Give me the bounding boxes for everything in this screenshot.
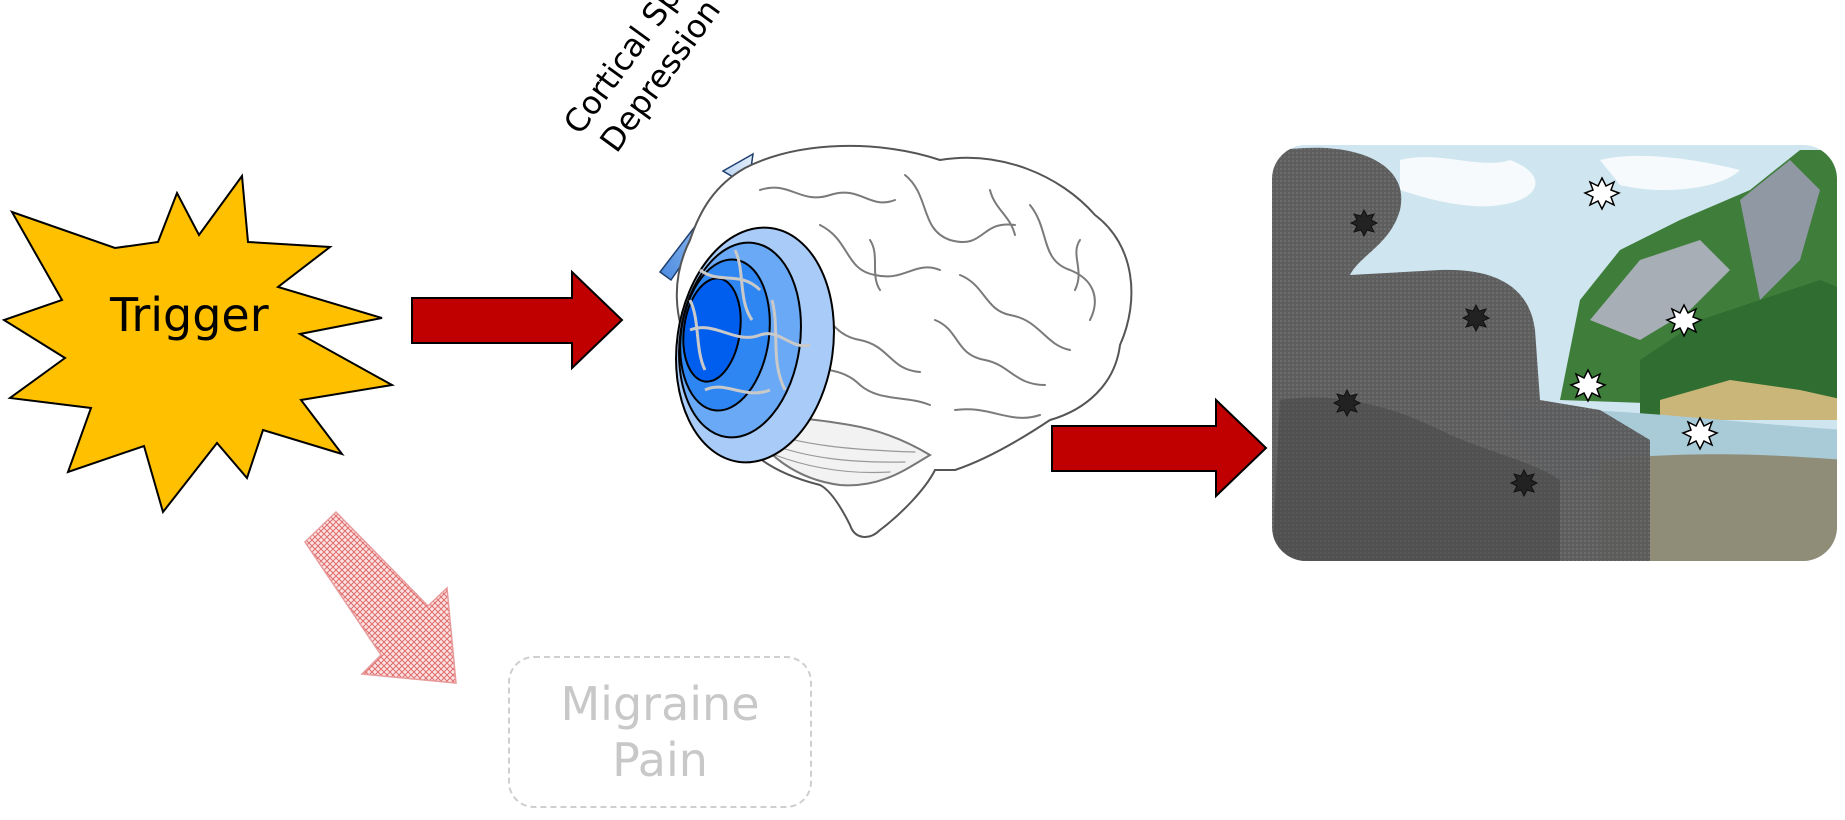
landscape-with-visual-disturbance-icon (1272, 145, 1845, 561)
pain-label-line2: Pain (612, 732, 708, 788)
starburst-icon (4, 176, 392, 512)
arrow-trigger-to-brain (412, 272, 622, 368)
migraine-pain-box: Migraine Pain (508, 656, 812, 808)
trigger-label: Trigger (110, 288, 269, 342)
arrow-brain-to-scene (1052, 400, 1266, 496)
pain-label-line1: Migraine (560, 676, 759, 732)
faded-arrow-trigger-to-pain (305, 512, 456, 683)
